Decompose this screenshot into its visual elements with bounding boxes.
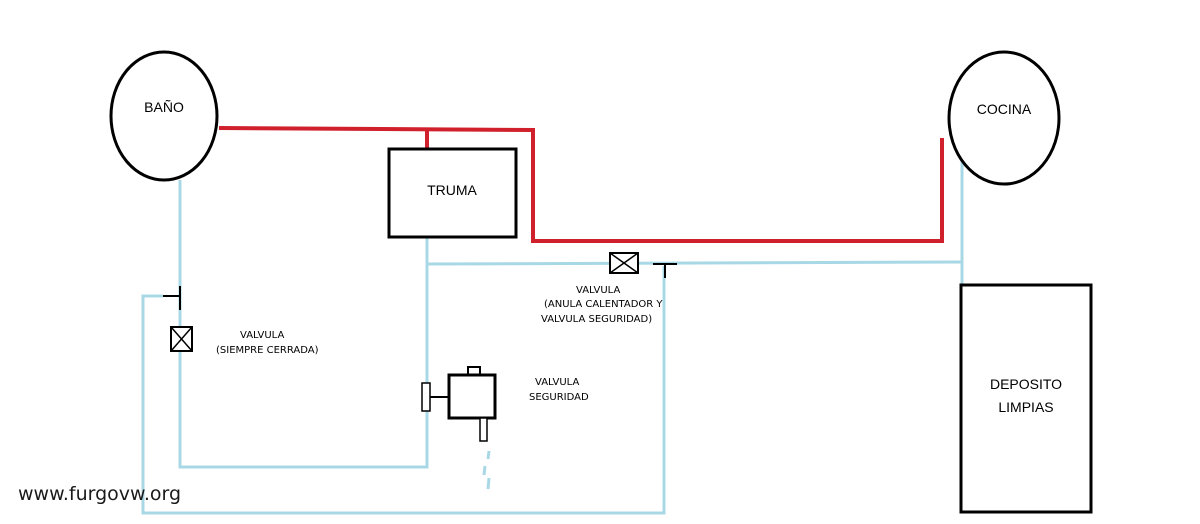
drip-2 (482, 465, 487, 476)
valve-closed-label-line2: (SIEMPRE CERRADA) (216, 345, 319, 356)
valve-bypass-label-line1: VALVULA (576, 285, 620, 296)
cold-pipe-main (426, 260, 963, 266)
truma-box (387, 147, 518, 239)
cold-pipe-bano-down (178, 180, 429, 469)
hot-water-pipes (218, 126, 944, 243)
cocina-ellipse (947, 50, 1061, 186)
valve-safety-label-line2: SEGURIDAD (529, 392, 589, 403)
valve-closed-cross-b (170, 326, 193, 352)
valve-bypass-symbol (609, 252, 639, 274)
safety-valve-side-port (421, 382, 431, 412)
valve-closed-label-line1: VALVULA (240, 330, 284, 341)
tap-left-symbol (163, 286, 181, 310)
valve-safety-label-line1: VALVULA (535, 377, 579, 388)
watermark: www.furgovw.org (18, 483, 181, 505)
cocina-label: COCINA (977, 101, 1032, 117)
truma-heater: TRUMA (387, 147, 518, 239)
valve-bypass-label-line3: VALVULA SEGURIDAD) (541, 314, 652, 325)
valve-bypass-cross-b (609, 252, 639, 274)
cold-water-pipes (141, 160, 964, 515)
safety-valve-outlet (479, 417, 488, 442)
deposito-box (959, 283, 1093, 514)
bano-ellipse (109, 50, 219, 182)
deposito-tank: DEPOSITO LIMPIAS (959, 283, 1093, 514)
cold-pipe-outer-loop (141, 266, 666, 515)
drip-1 (486, 450, 491, 460)
truma-label: TRUMA (427, 182, 477, 198)
safety-valve-symbol (421, 366, 497, 442)
valve-bypass-label-line2: (ANULA CALENTADOR Y (544, 299, 663, 310)
deposito-label-line2: LIMPIAS (998, 399, 1053, 415)
bano-label: BAÑO (144, 99, 184, 115)
bano-fixture: BAÑO (109, 50, 219, 182)
valve-closed-symbol (170, 326, 193, 352)
cocina-fixture: COCINA (947, 50, 1061, 186)
safety-valve-body (447, 373, 497, 420)
hot-pipe-bano (218, 126, 944, 243)
deposito-label-line1: DEPOSITO (990, 376, 1062, 392)
tap-right-symbol (653, 263, 677, 278)
water-drip (482, 450, 491, 490)
drip-3 (486, 477, 491, 490)
